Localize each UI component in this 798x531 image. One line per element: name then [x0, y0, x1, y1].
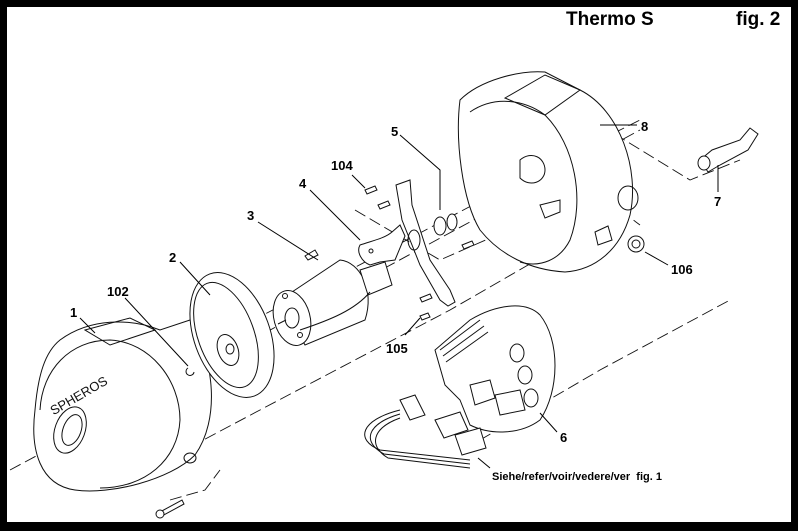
callout-8: 8 [641, 119, 649, 134]
reference-note: Siehe/refer/voir/vedere/ver fig. 1 [492, 471, 662, 483]
exploded-view-drawing: SPHEROS [9, 71, 759, 519]
callout-105: 105 [386, 341, 408, 356]
part-102-clip [185, 367, 195, 376]
callout-104: 104 [331, 158, 353, 173]
part-104-screws [364, 185, 391, 210]
part-1-cover: SPHEROS [33, 317, 212, 492]
figure-number: fig. 2 [736, 9, 781, 30]
leader-lines [79, 124, 719, 469]
part-6-control-unit [434, 305, 556, 433]
callout-3: 3 [247, 208, 255, 223]
wiring-harness [364, 394, 487, 469]
callout-2: 2 [169, 250, 177, 265]
part-4-bracket [358, 224, 406, 266]
diagram-frame: SPHEROS [7, 7, 791, 522]
callout-106: 106 [671, 262, 693, 277]
callout-4: 4 [299, 176, 307, 191]
callout-5: 5 [391, 124, 399, 139]
callout-6: 6 [560, 430, 568, 445]
cover-screw [155, 499, 185, 519]
callout-7: 7 [714, 194, 722, 209]
part-2-fan-wheel [189, 272, 275, 398]
part-5-plate [395, 179, 456, 307]
callout-102: 102 [107, 284, 129, 299]
callout-1: 1 [70, 305, 78, 320]
coupling [433, 213, 458, 236]
product-title: Thermo S [566, 9, 654, 30]
part-105-screws [419, 240, 475, 321]
part-3-motor [272, 259, 393, 346]
part-106-nut [627, 235, 645, 253]
part-8-housing [457, 71, 639, 273]
part-7-connector [697, 127, 759, 173]
screw-near-motor [304, 249, 319, 261]
